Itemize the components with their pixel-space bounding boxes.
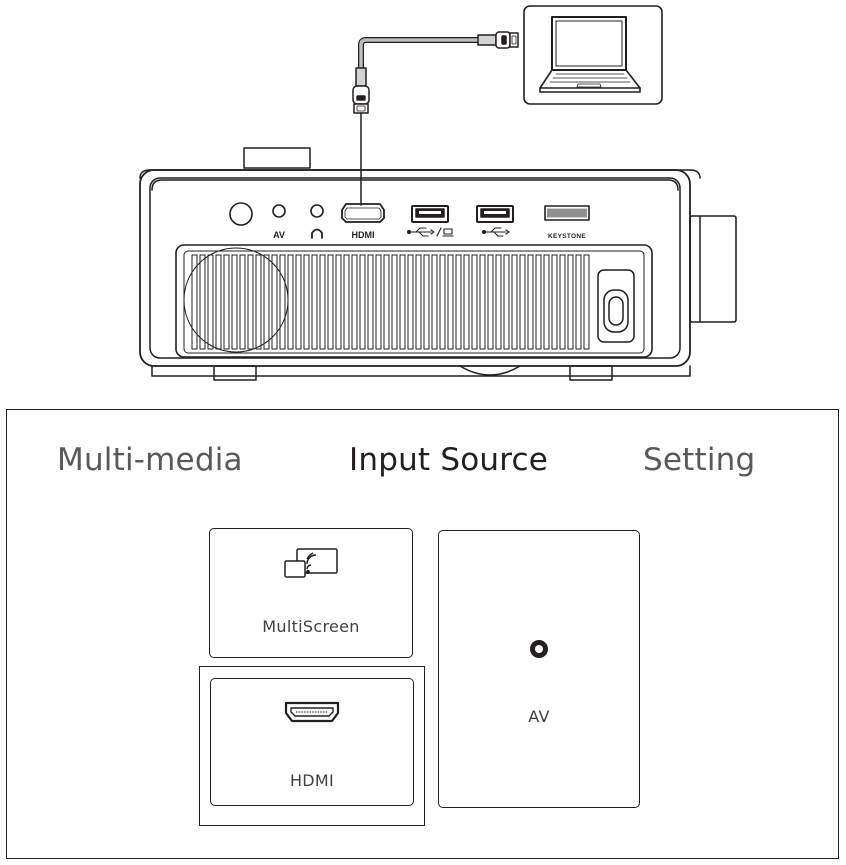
vent-slat	[287, 254, 294, 350]
vent-slat	[511, 254, 518, 350]
vent-slat	[407, 254, 414, 350]
vent-slat	[271, 254, 278, 350]
vent-slat	[415, 254, 422, 350]
vent-slat	[535, 254, 542, 350]
projector-body	[139, 147, 737, 381]
vent-slat	[207, 254, 214, 350]
vent-slat	[263, 254, 270, 350]
vent-slat	[551, 254, 558, 350]
usb-icon	[406, 227, 454, 237]
vent-slat	[239, 254, 246, 350]
vent-slat	[455, 254, 462, 350]
projector-connection-diagram: AV HDMI KEYSTONE	[139, 5, 737, 381]
vent-slat	[311, 254, 318, 350]
av-port-label: AV	[273, 230, 285, 240]
vent-slat	[559, 254, 566, 350]
laptop-icon	[523, 5, 663, 105]
vent-slat	[583, 254, 590, 350]
vent-slat	[215, 254, 222, 350]
av-jack-icon	[530, 640, 548, 658]
tab-multi-media[interactable]: Multi-media	[57, 442, 243, 478]
source-tile-multiscreen[interactable]: MultiScreen	[209, 528, 413, 658]
usb-icon	[481, 227, 510, 237]
vent-grille	[191, 254, 590, 350]
ir-sensor	[229, 202, 253, 226]
vent-slat	[359, 254, 366, 350]
vent-slat	[431, 254, 438, 350]
headphone-icon	[311, 228, 323, 239]
vent-slat	[255, 254, 262, 350]
vent-slat	[487, 254, 494, 350]
vent-slat	[319, 254, 326, 350]
vent-slat	[527, 254, 534, 350]
vent-slat	[295, 254, 302, 350]
vent-slat	[391, 254, 398, 350]
vent-slat	[247, 254, 254, 350]
vent-slat	[399, 254, 406, 350]
vent-slat	[439, 254, 446, 350]
vent-slat	[495, 254, 502, 350]
vent-slat	[191, 254, 198, 350]
source-label-av: AV	[528, 707, 550, 726]
vent-slat	[367, 254, 374, 350]
vent-slat	[303, 254, 310, 350]
vent-slat	[543, 254, 550, 350]
source-label-multiscreen: MultiScreen	[262, 617, 360, 636]
keystone-wheel	[544, 205, 590, 221]
vent-slat	[199, 254, 206, 350]
source-label-hdmi: HDMI	[289, 771, 335, 790]
vent-slat	[463, 254, 470, 350]
av-jack	[272, 204, 286, 218]
vent-slat	[447, 254, 454, 350]
vent-slat	[327, 254, 334, 350]
source-tile-av[interactable]: AV	[438, 530, 640, 808]
vent-slat	[223, 254, 230, 350]
vent-slat	[575, 254, 582, 350]
vent-slat	[479, 254, 486, 350]
screen-cast-icon	[284, 548, 338, 578]
hdmi-port-icon	[284, 701, 340, 723]
usb-port-2	[476, 205, 514, 223]
port-panel	[229, 202, 590, 239]
tab-input-source[interactable]: Input Source	[349, 442, 548, 478]
vent-slat	[383, 254, 390, 350]
vent-slat	[567, 254, 574, 350]
hdmi-socket	[341, 203, 385, 223]
hdmi-port-label: HDMI	[352, 230, 375, 240]
keystone-label: KEYSTONE	[548, 233, 586, 240]
vent-slat	[503, 254, 510, 350]
tab-setting[interactable]: Setting	[643, 442, 756, 478]
vent-slat	[343, 254, 350, 350]
vent-slat	[335, 254, 342, 350]
source-tile-hdmi[interactable]: HDMI	[210, 678, 414, 806]
vent-slat	[423, 254, 430, 350]
vent-slat	[279, 254, 286, 350]
usb-port-1	[411, 205, 449, 223]
input-source-menu: Multi-media Input Source Setting MultiSc…	[6, 409, 839, 859]
vent-slat	[351, 254, 358, 350]
vent-slat	[519, 254, 526, 350]
vent-slat	[471, 254, 478, 350]
headphone-jack	[310, 204, 324, 218]
vent-slat	[231, 254, 238, 350]
hdmi-cable	[352, 31, 519, 206]
vent-slat	[375, 254, 382, 350]
selection-focus-frame	[199, 666, 425, 826]
